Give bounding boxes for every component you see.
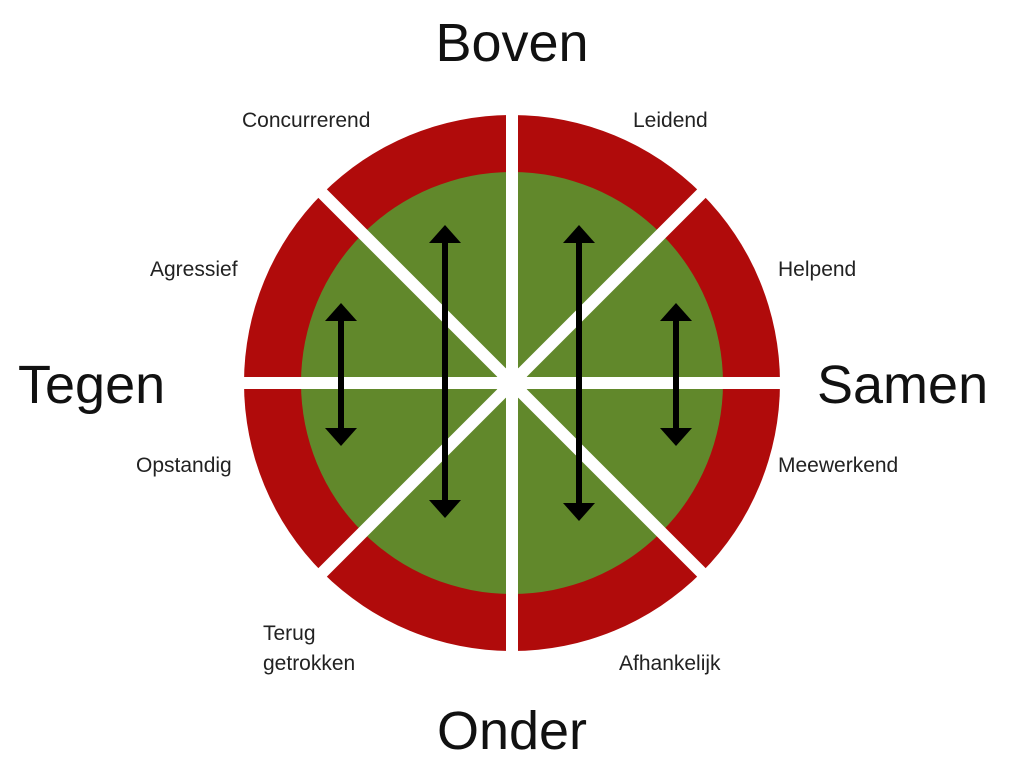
segment-label-helpend: Helpend [778, 255, 856, 285]
segment-label-opstandig: Opstandig [136, 451, 232, 481]
segment-label-line: Opstandig [136, 454, 232, 477]
axis-label-right: Samen [817, 355, 989, 415]
axis-label-bottom: Onder [436, 701, 588, 761]
segment-label-line: Concurrerend [242, 109, 371, 132]
segment-label-line: Helpend [778, 258, 857, 281]
segment-label-teruggetrokken: Terug getrokken [263, 619, 355, 680]
segment-label-meewerkend: Meewerkend [778, 451, 898, 481]
segment-label-line: getrokken [263, 652, 356, 676]
segment-label-line: Agressief [150, 258, 238, 281]
axis-label-left: Tegen [18, 355, 166, 415]
segment-label-afhankelijk: Afhankelijk [619, 649, 721, 679]
double-arrow-samen-outer [660, 303, 692, 446]
double-arrow-tegen-outer [325, 303, 357, 446]
segment-label-agressief: Agressief [150, 255, 238, 285]
axis-label-top: Boven [435, 13, 589, 73]
center-hub [496, 367, 528, 399]
segment-label-leidend: Leidend [633, 106, 708, 136]
double-arrow-samen-inner [563, 225, 595, 521]
double-arrow-tegen-inner [429, 225, 461, 518]
vertical-arrows [325, 225, 692, 521]
segment-label-line: Leidend [633, 109, 708, 132]
segment-label-line: Afhankelijk [619, 652, 721, 675]
segment-label-line: Meewerkend [778, 454, 899, 477]
segment-label-concurrerend: Concurrerend [242, 106, 370, 136]
segment-label-line: Terug [263, 622, 316, 645]
